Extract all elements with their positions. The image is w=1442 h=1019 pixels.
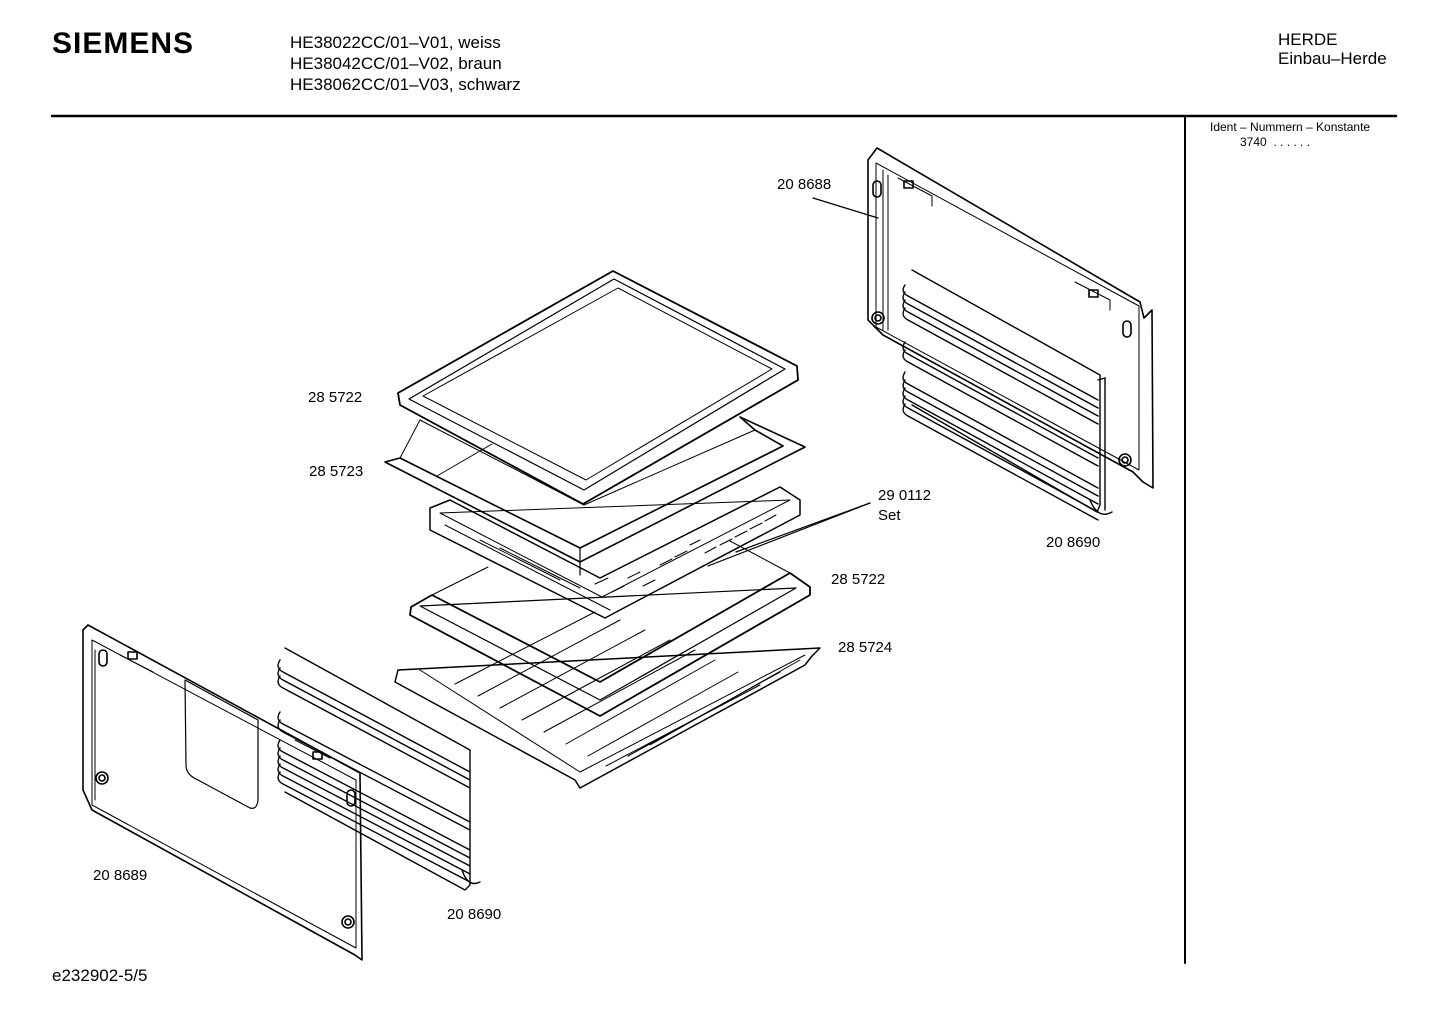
category-line: HERDE (1278, 30, 1338, 49)
model-line: HE38022CC/01–V01, weiss (290, 33, 501, 52)
grill-insert (384, 416, 806, 576)
brand-logo: SIEMENS (52, 27, 195, 60)
part-label-285724: 28 5724 (838, 639, 893, 656)
model-line: HE38042CC/01–V02, braun (290, 54, 502, 73)
part-label-285722-top: 28 5722 (308, 389, 363, 406)
ident-value: 3740 (1240, 135, 1267, 149)
perforated-tray-set (429, 486, 801, 619)
shelf-runner-right-208690 (902, 269, 1113, 521)
side-panel-left-208689 (82, 624, 363, 961)
part-label-285723: 28 5723 (309, 463, 364, 480)
ident-block: Ident – Nummern – Konstante 3740 . . . .… (1210, 120, 1370, 150)
part-label-208689: 20 8689 (93, 867, 148, 884)
side-panel-right-208688 (867, 147, 1154, 489)
category-line: Einbau–Herde (1278, 49, 1387, 68)
ident-title: Ident – Nummern – Konstante (1210, 120, 1371, 134)
part-label-290112: 29 0112 (878, 487, 932, 504)
part-label-208690-right: 20 8690 (1046, 534, 1101, 551)
shelf-runner-left-208690 (277, 647, 481, 891)
model-line: HE38062CC/01–V03, schwarz (290, 75, 521, 94)
wire-rack (394, 611, 821, 789)
ident-value-row: 3740 . . . . . . (1210, 135, 1370, 150)
leader-lines (707, 197, 879, 567)
part-label-208688: 20 8688 (777, 176, 832, 193)
part-label-285722-mid: 28 5722 (831, 571, 886, 588)
category: HERDE Einbau–Herde (1278, 30, 1387, 68)
baking-tray-middle (409, 540, 811, 717)
diagram-id: e232902-5/5 (52, 966, 148, 985)
part-label-208690-left: 20 8690 (447, 906, 502, 923)
ident-dots: . . . . . . (1273, 135, 1311, 149)
model-list: HE38022CC/01–V01, weiss HE38042CC/01–V02… (290, 32, 521, 95)
part-label-290112-set: Set (878, 507, 901, 524)
